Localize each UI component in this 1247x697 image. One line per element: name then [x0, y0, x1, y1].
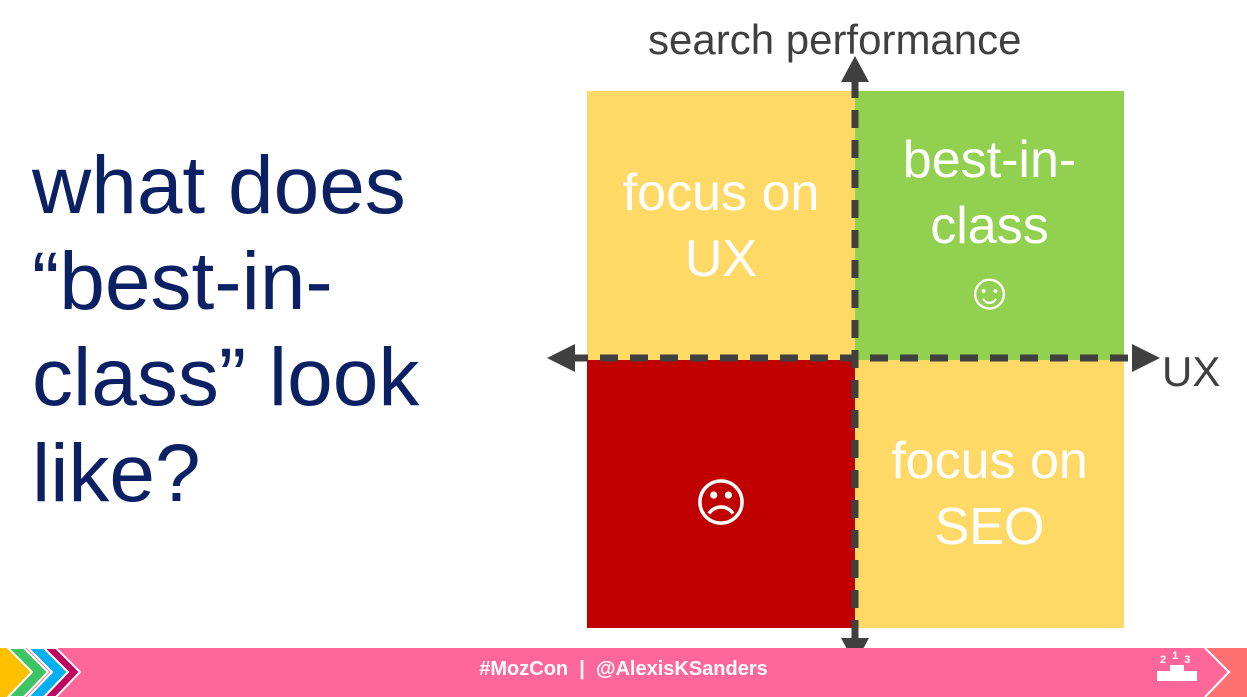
quadrant-label: class: [930, 196, 1049, 255]
quadrant-focus-ux: focus on UX: [587, 91, 855, 360]
quadrant-worst: ☹: [587, 360, 855, 628]
arrow-right-icon: [1132, 344, 1160, 372]
quadrant-label: focus on: [622, 163, 820, 222]
footer-right-arrow: [1157, 648, 1247, 697]
x-axis-label: UX: [1162, 348, 1221, 395]
title-line: like?: [32, 428, 201, 519]
title-line: “best-in-: [32, 236, 333, 327]
quadrant-label: SEO: [934, 498, 1045, 556]
arrow-left-icon: [547, 344, 575, 372]
y-axis-label: search performance: [648, 16, 1022, 63]
quadrant-focus-seo: focus on SEO: [855, 360, 1124, 628]
quadrant-label: UX: [684, 229, 758, 288]
footer: #MozCon | @AlexisKSanders 213: [0, 648, 1247, 697]
title-line: what does: [32, 140, 406, 231]
chevrons-icon: [0, 648, 82, 697]
podium-icon: [1157, 671, 1197, 681]
footer-text: #MozCon | @AlexisKSanders: [479, 658, 768, 680]
frown-icon: ☹: [693, 475, 749, 533]
smiley-icon: ☺: [962, 262, 1017, 321]
quadrant-label: best-in-: [902, 130, 1077, 189]
quadrant-best-in-class: best-in-class ☺: [855, 91, 1124, 360]
quadrant-label: focus on: [891, 432, 1088, 490]
slide-title: what does “best-in- class” look like?: [32, 138, 552, 522]
arrow-up-icon: [841, 56, 869, 82]
podium-numbers: 213: [1160, 650, 1197, 666]
title-line: class” look: [32, 332, 420, 423]
